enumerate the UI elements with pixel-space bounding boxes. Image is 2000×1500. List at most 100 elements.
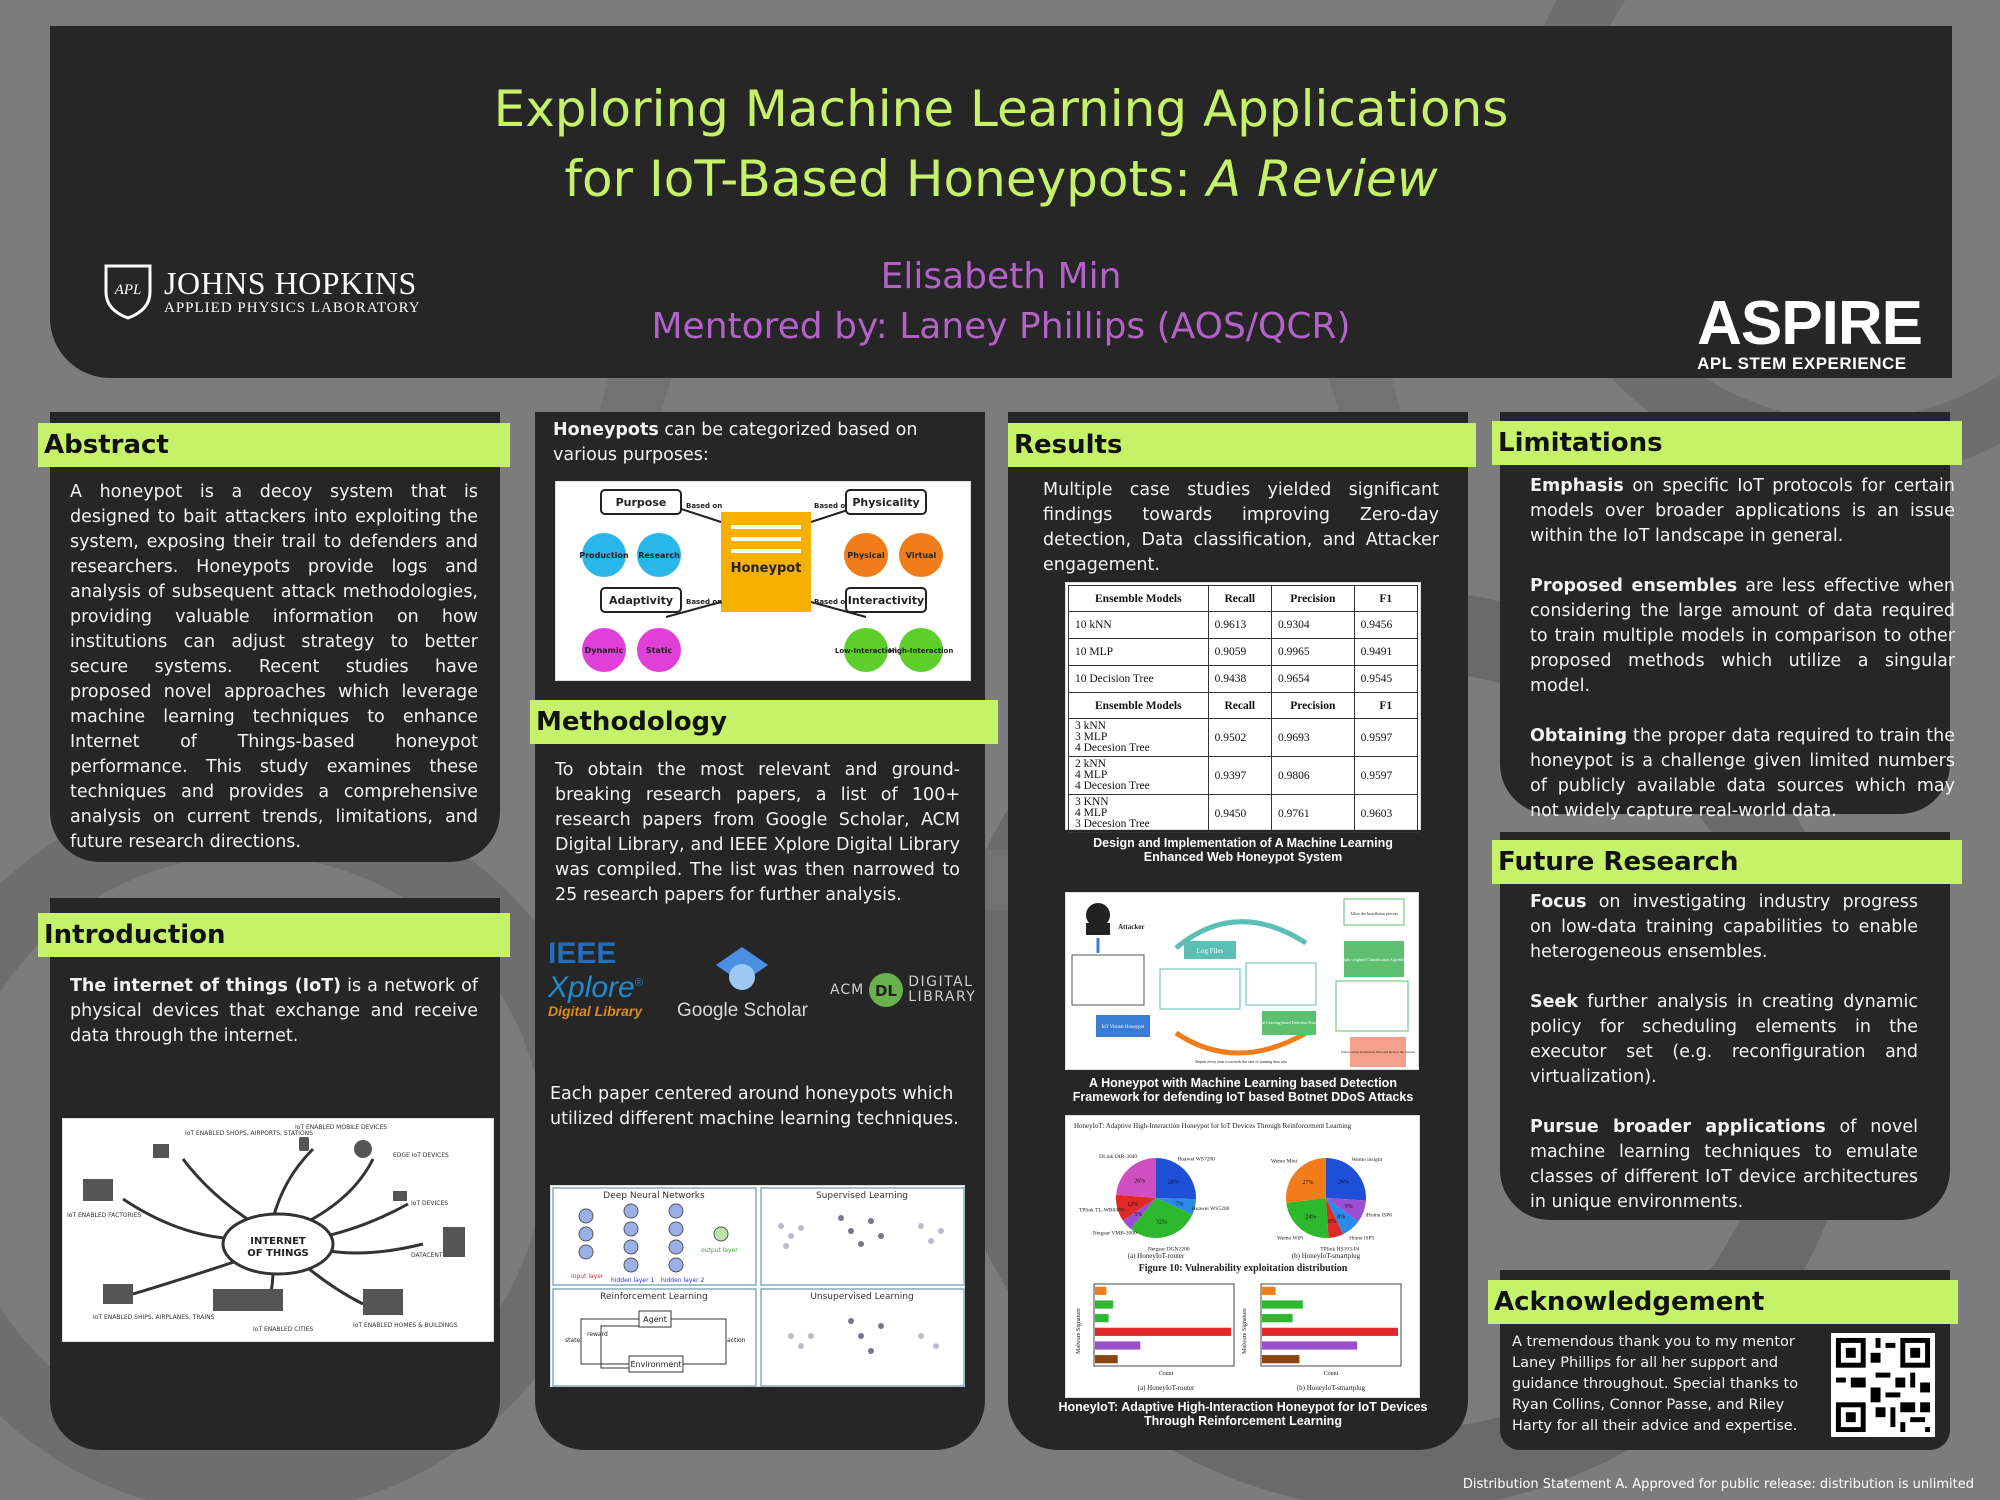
results-text: Multiple case studies yielded significan…	[1043, 480, 1439, 575]
pie-b-slice-label: Wemo WiFi	[1277, 1236, 1304, 1242]
table-cell: 0.9456	[1353, 611, 1419, 639]
purpose-box	[600, 489, 682, 515]
methodology-text-2: Each paper centered around honeypots whi…	[550, 1084, 959, 1129]
bar-b-bar	[1262, 1286, 1276, 1295]
bar-a-ylabel: Malware Signature	[1076, 1308, 1082, 1354]
apl-shield-icon: APL	[104, 264, 152, 320]
table-cell: 0.9654	[1270, 665, 1355, 693]
google-scholar-word: Google Scholar	[677, 1000, 808, 1021]
table-cell: 0.9491	[1353, 638, 1419, 666]
virtual-circle	[899, 533, 943, 577]
table1-header: Recall	[1207, 585, 1272, 612]
limitation-bold: Emphasis	[1530, 476, 1624, 496]
rl-action-label: action	[727, 1337, 746, 1344]
ml-panel-dnn: Deep Neural Networks	[603, 1191, 705, 1201]
classification-algorithm-label: Light weighted Classification Algorithm	[1342, 957, 1408, 962]
future-text-span: further analysis in creating dynamic pol…	[1530, 992, 1918, 1087]
environment-label: Environment	[630, 1360, 681, 1369]
cloud-icon	[221, 1212, 335, 1276]
datacenter-icon	[443, 1227, 465, 1257]
future-bold: Seek	[1530, 992, 1578, 1012]
title-line-1: Exploring Machine Learning Applications	[493, 80, 1509, 138]
attacker-steps-box	[1071, 954, 1145, 1006]
ieee-digital-library: Digital Library	[548, 1003, 643, 1019]
ieee-xplore-logo: IEEE Xplore® Digital Library	[548, 939, 643, 1020]
ml-panel-supervised: Supervised Learning	[816, 1191, 908, 1201]
dnn-output-label: output layer	[701, 1247, 738, 1254]
pie-a-slice	[1156, 1198, 1196, 1215]
ensemble-table-1: Ensemble Models Recall Precision F1 10 k…	[1068, 585, 1419, 833]
table-cell: 0.9450	[1207, 794, 1272, 833]
pie-a-slice-percent: 12%	[1127, 1202, 1138, 1208]
ml-panel-reinforcement: Reinforcement Learning	[600, 1292, 708, 1302]
pie-b-slice-percent: 8%	[1337, 1214, 1345, 1220]
future-bold: Pursue broader applications	[1530, 1117, 1826, 1137]
honeyiot-caption: HoneyIoT: Adaptive High-Interaction Hone…	[1058, 1400, 1428, 1428]
honeyiot-figure: HoneyIoT: Adaptive High-Interaction Hone…	[1065, 1115, 1420, 1398]
edge-label-interactivity: Based on	[814, 598, 850, 606]
pie-b-slice	[1286, 1158, 1326, 1204]
bar-a-xlabel: Count	[1159, 1371, 1174, 1377]
model-line: 4 MLP	[1075, 769, 1108, 781]
physical-circle	[844, 533, 888, 577]
qr-code-icon	[1831, 1333, 1935, 1437]
factory-icon	[83, 1179, 113, 1201]
pie-a-slice-percent: 32%	[1156, 1219, 1167, 1225]
iot-label-factories: IoT ENABLED FACTORIES	[67, 1212, 141, 1219]
bar-b-bar	[1262, 1327, 1398, 1336]
classification-notes	[1335, 980, 1409, 1032]
ml-techniques-diagram: Deep Neural Networks Supervised Learning…	[552, 1187, 965, 1387]
iot-definition: is a network of physical devices that ex…	[70, 976, 478, 1046]
abstract-heading: Abstract	[38, 423, 510, 467]
limitation-text: the proper data required to train the ho…	[1530, 726, 1955, 821]
bar-b-bar	[1262, 1355, 1300, 1364]
production-circle	[582, 533, 626, 577]
iot-device-icon	[393, 1191, 407, 1201]
high-interaction-circle	[899, 628, 943, 672]
adaptivity-label: Adaptivity	[609, 594, 673, 607]
table-row: 10 Decision Tree 0.9438 0.9654 0.9545	[1068, 665, 1419, 693]
future-panel	[1500, 832, 1950, 1220]
allow-install-box	[1343, 898, 1405, 926]
iot-label-edge: EDGE IoT DEVICES	[393, 1152, 449, 1159]
dnn-hidden1-label: hidden layer 1	[611, 1277, 654, 1284]
ml-framework-label: Machine Learning based Detection Framewo…	[1251, 1020, 1327, 1025]
edge-label-physicality: Based on	[814, 502, 850, 510]
pie-b-slice-label: iHome iSP6	[1365, 1212, 1392, 1218]
bar-chart-smartplug	[1260, 1283, 1402, 1367]
introduction-text: The internet of things (IoT) is a networ…	[70, 974, 478, 1049]
table2-header: Recall	[1207, 692, 1272, 719]
iot-center-label-2: OF THINGS	[247, 1248, 309, 1259]
pie-b-slice-label: Home iSP5	[1349, 1236, 1374, 1242]
acm-dl-icon: DL	[869, 973, 904, 1007]
jhu-apl-logo: APL JOHNS HOPKINS APPLIED PHYSICS LABORA…	[102, 262, 421, 320]
limitation-bold: Proposed ensembles	[1530, 576, 1738, 596]
library-word: LIBRARY	[908, 989, 977, 1005]
physical-label: Physical	[847, 551, 884, 560]
edge-device-icon	[354, 1140, 372, 1158]
bar-b-caption: (b) HoneyIoT-smartplug	[1297, 1384, 1366, 1392]
edge-label-purpose: Based on	[686, 502, 722, 510]
classification-algorithm-box	[1344, 941, 1404, 977]
iot-center-label-1: INTERNET	[250, 1236, 306, 1247]
jhu-sub: APPLIED PHYSICS LABORATORY	[164, 299, 421, 316]
iot-label-homes: IoT ENABLED HOMES & BUILDINGS	[353, 1322, 458, 1329]
table2-header: F1	[1353, 692, 1419, 719]
pie-a-slice-percent: 5%	[1134, 1212, 1142, 1218]
shop-icon	[153, 1144, 169, 1158]
introduction-heading: Introduction	[38, 913, 510, 957]
bar-b-xlabel: Count	[1324, 1371, 1339, 1377]
model-line: 4 Decesion Tree	[1075, 780, 1150, 792]
pie-a-slice-label: TPlink TL-WR840N	[1079, 1208, 1125, 1214]
bar-b-bar	[1262, 1341, 1358, 1350]
dnn-input-label: input layer	[571, 1273, 604, 1280]
framework-caption: A Honeypot with Machine Learning based D…	[1072, 1076, 1414, 1104]
bar-b-bar	[1262, 1314, 1293, 1323]
scholar-cap-icon	[716, 947, 769, 990]
ensemble-table-figure: Ensemble Models Recall Precision F1 10 k…	[1065, 582, 1421, 833]
